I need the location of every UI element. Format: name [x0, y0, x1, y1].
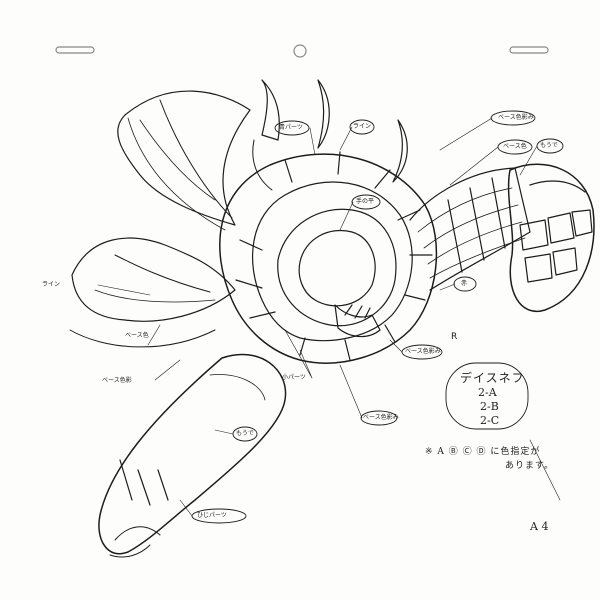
lower-blade: [69, 237, 236, 348]
note-base-color: ベース色: [125, 332, 149, 339]
footnote-line-2: あります。: [505, 461, 555, 471]
note-red-inner: 赤: [461, 280, 468, 287]
note-arm-lower: もうで: [236, 430, 254, 437]
page-mark: A 4: [530, 520, 549, 533]
lower-arm: [98, 353, 287, 558]
note-palm: 手の平: [356, 198, 375, 205]
leader-lines: [97, 117, 561, 517]
shoulder-ring: [219, 151, 438, 364]
note-base-shadow-top: ベース色影み: [498, 114, 534, 121]
note-forearm: もうで: [540, 142, 558, 149]
note-base-shadow-center: ベース色影み: [405, 348, 441, 355]
top-claws: [252, 79, 408, 191]
note-base-shadow-low: ベース色影み: [363, 414, 399, 421]
note-base-shadow-left: ベース色影: [102, 377, 132, 384]
note-marker: R: [451, 332, 458, 342]
footnote-line-1: ※ A Ⓑ Ⓒ Ⓓ に色指定が: [425, 447, 541, 457]
note-line-left: ライン: [42, 281, 61, 288]
note-base-shadow-mid: ベース色: [503, 143, 527, 150]
small-hand: [334, 304, 381, 338]
note-elbow-parts: ひじパーツ: [197, 512, 227, 519]
registration-marks: [55, 44, 549, 58]
note-inner-parts: 青パーツ: [279, 124, 303, 131]
upper-blade: [117, 90, 251, 231]
note-line-top: ライン: [353, 123, 372, 130]
fist: [507, 163, 595, 313]
note-small-parts: 小パーツ: [282, 374, 306, 381]
spec-item-3: 2-C: [480, 414, 500, 427]
spec-title: デイスネフ: [460, 371, 525, 385]
spec-item-2: 2-B: [480, 400, 499, 413]
spec-item-1: 2-A: [478, 386, 497, 399]
